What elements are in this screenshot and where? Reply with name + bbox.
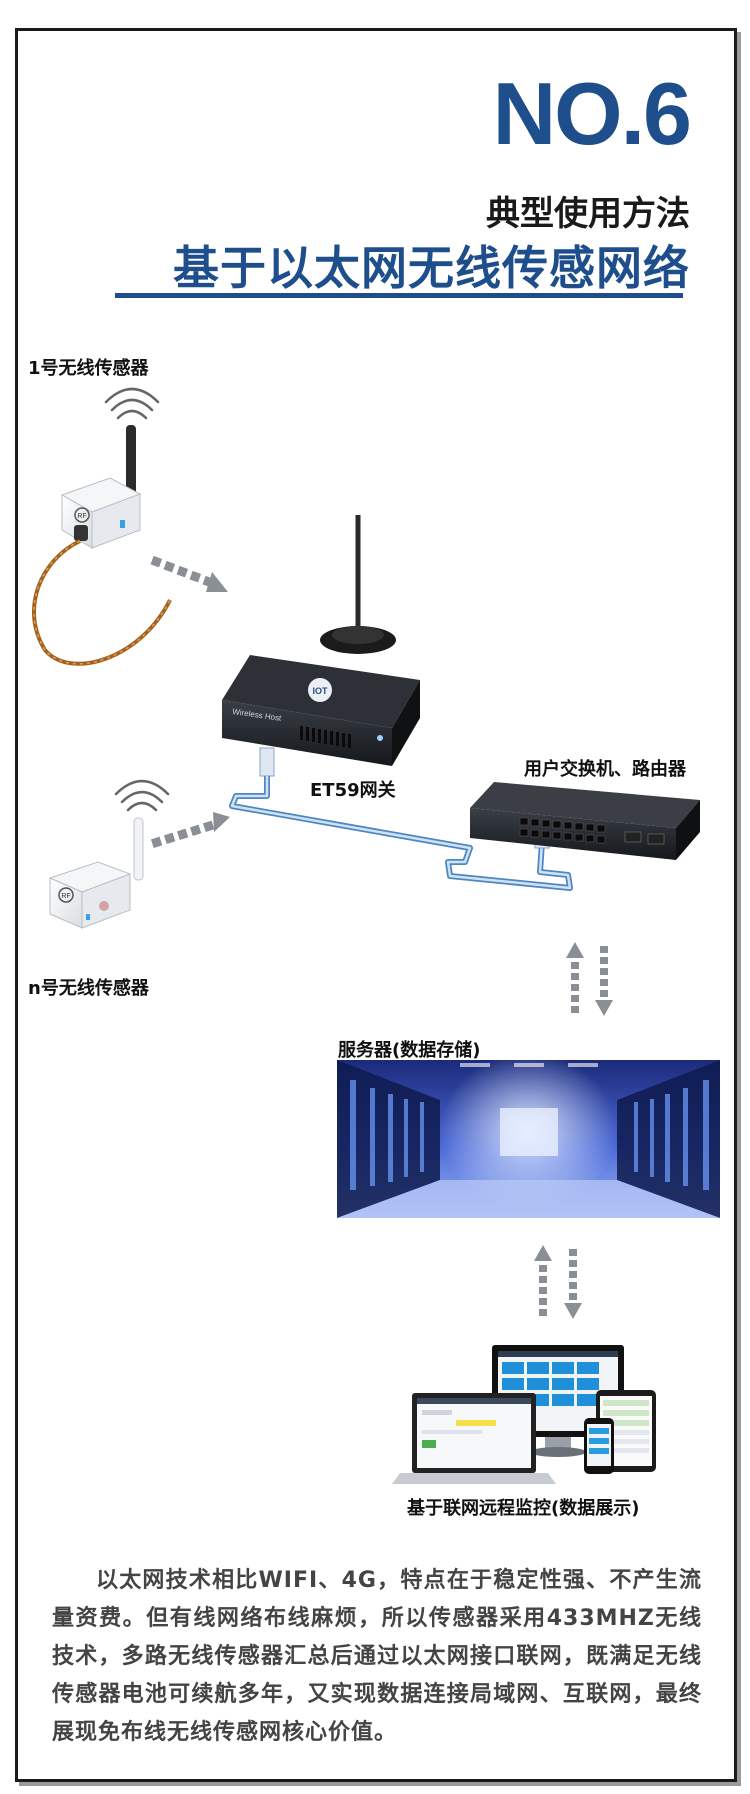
bidirectional-arrow-icon xyxy=(566,942,613,1016)
wifi-signal-icon xyxy=(114,779,170,812)
switch-label: 用户交换机、路由器 xyxy=(524,759,686,780)
data-arrow-icon xyxy=(150,812,230,848)
switch-device xyxy=(470,782,700,860)
sensor-1-device: RF xyxy=(31,387,172,666)
monitoring-devices-image xyxy=(392,1345,656,1484)
server-room-image xyxy=(337,1060,720,1218)
gateway-device: IOT Wireless Host xyxy=(222,515,420,777)
section-title: 基于以太网无线传感网络 xyxy=(173,241,690,295)
section-subtitle: 典型使用方法 xyxy=(486,194,690,234)
data-arrow-icon xyxy=(150,555,228,592)
description-paragraph: 以太网技术相比WIFI、4G，特点在于稳定性强、不产生流量资费。但有线网络布线麻… xyxy=(52,1568,702,1745)
monitor-label: 基于联网远程监控(数据展示) xyxy=(407,1498,640,1519)
sensor-1-label: 1号无线传感器 xyxy=(28,358,149,379)
section-number: NO.6 xyxy=(492,64,692,163)
sensor-n-logo: RF xyxy=(61,893,70,900)
gateway-label: ET59网关 xyxy=(310,780,396,801)
server-label: 服务器(数据存储) xyxy=(338,1040,481,1061)
gateway-logo: IOT xyxy=(313,686,329,696)
sensor-n-label: n号无线传感器 xyxy=(28,978,149,999)
bidirectional-arrow-icon xyxy=(534,1245,582,1319)
poster-frame xyxy=(15,28,737,1782)
sensor-n-device: RF xyxy=(48,779,170,929)
sensor-1-logo: RF xyxy=(77,513,86,520)
wifi-signal-icon xyxy=(104,387,160,420)
title-underline xyxy=(115,293,683,298)
